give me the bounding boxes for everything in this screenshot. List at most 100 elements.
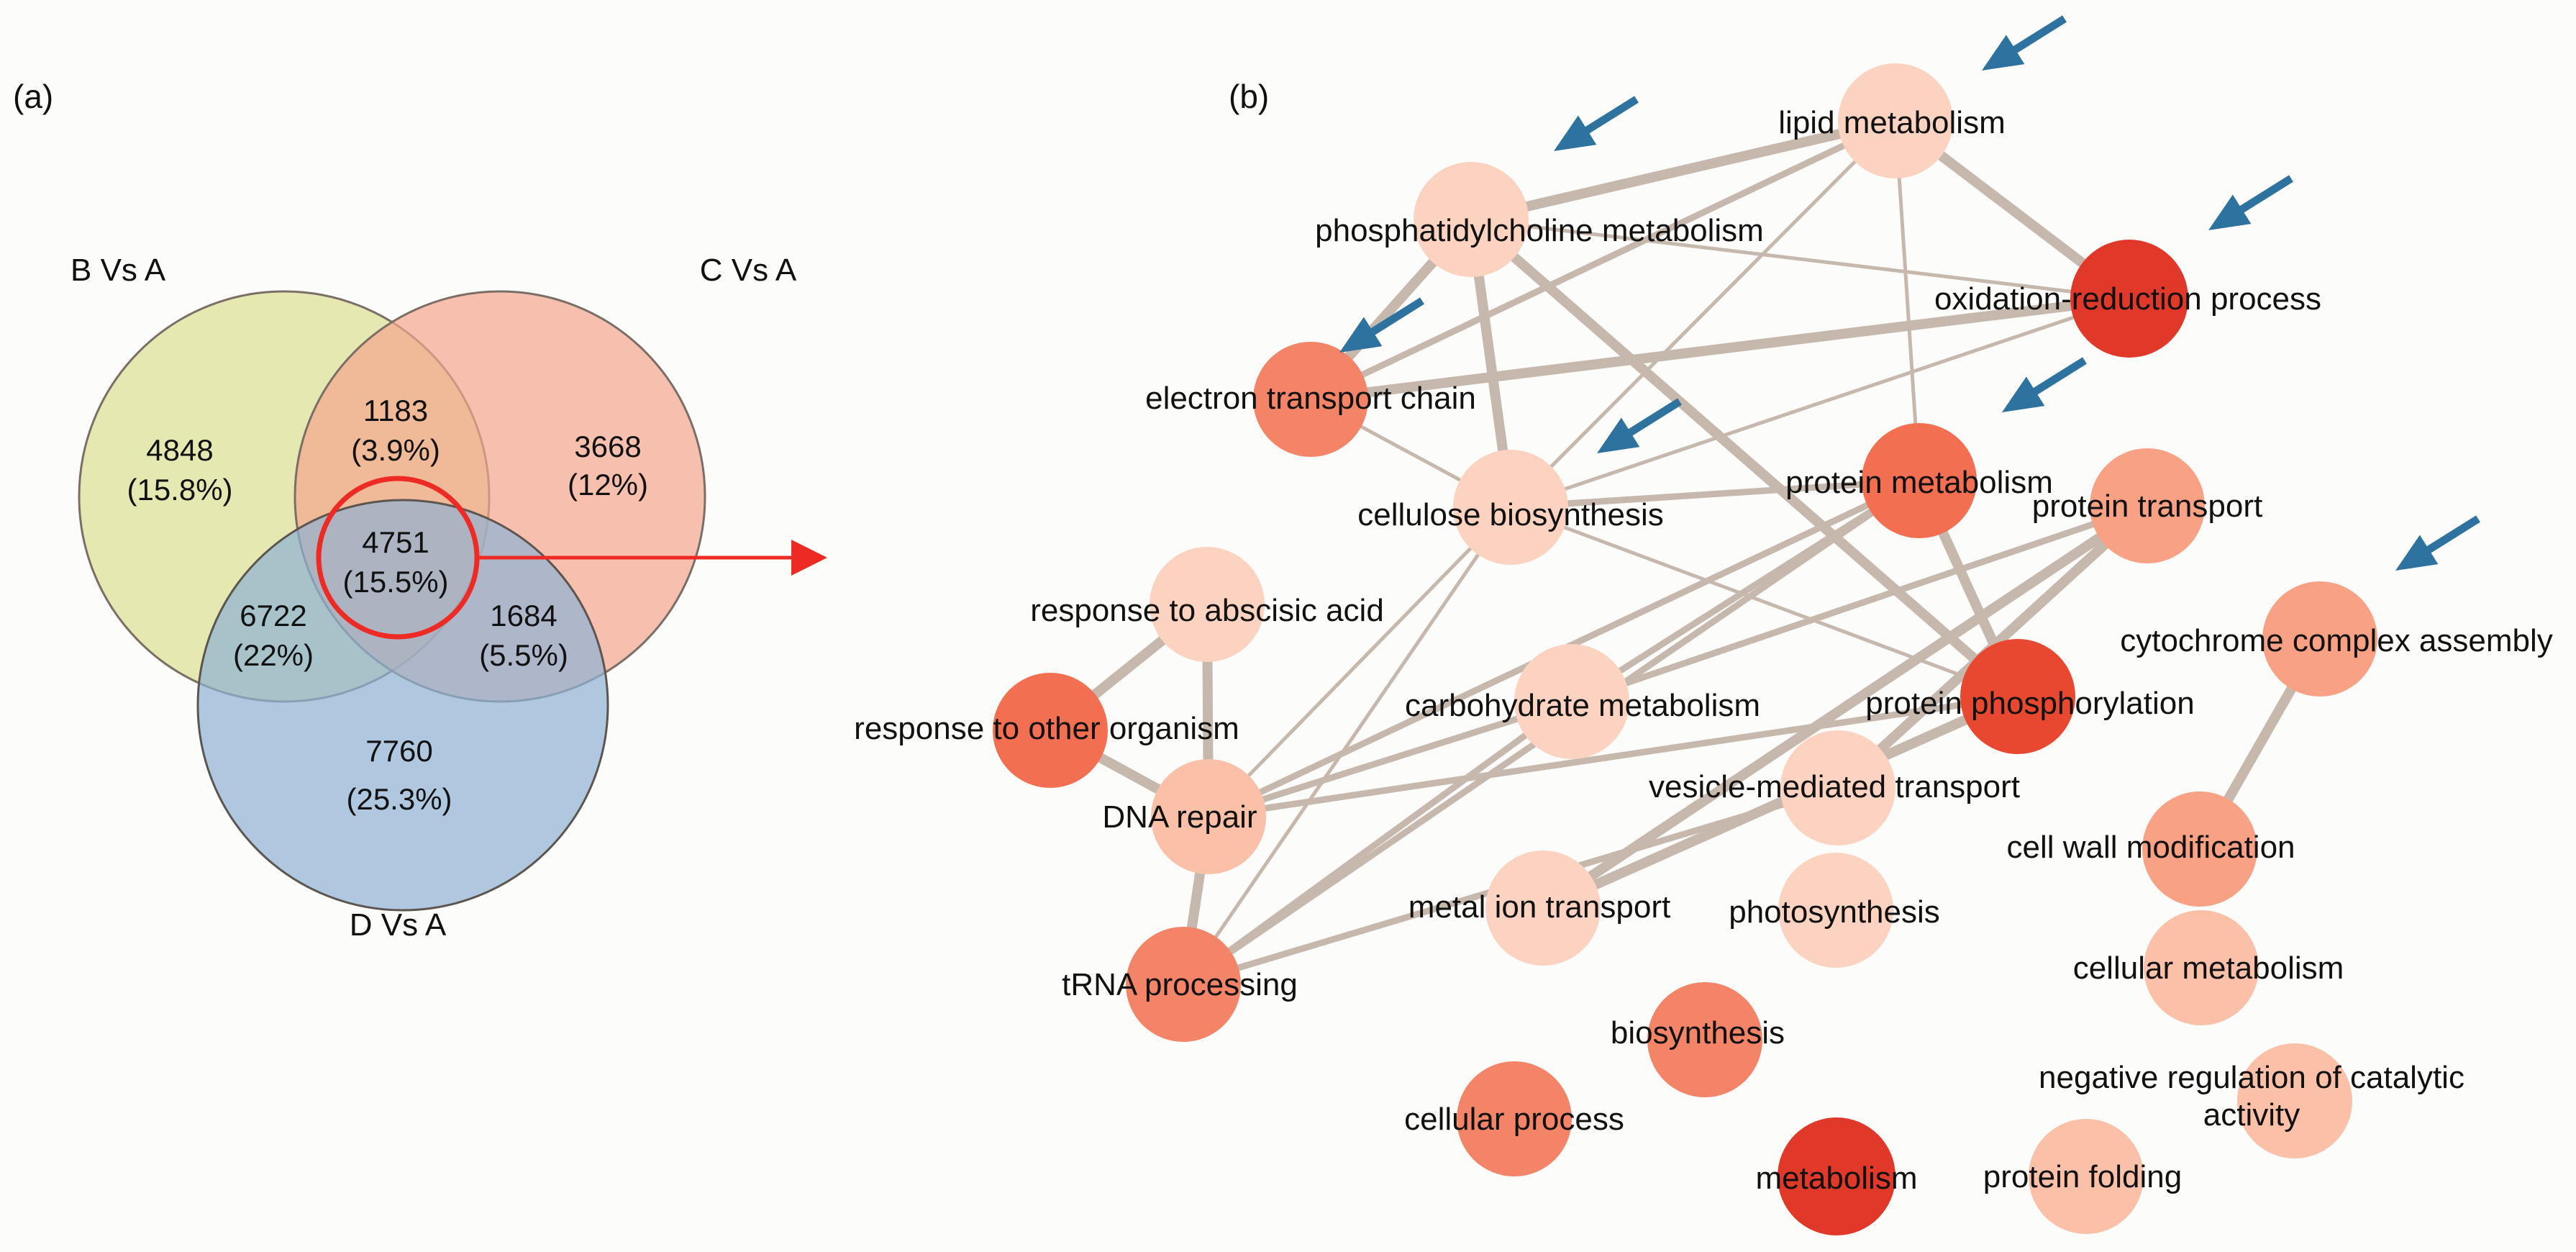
node-label-vesicle: vesicle-mediated transport [1649, 769, 2020, 804]
node-cellproc [1457, 1061, 1572, 1176]
node-pointer-arrow-lipid [1982, 15, 2067, 71]
arrow-shaft [1575, 96, 1639, 140]
edge-carb-trna [1180, 698, 1575, 988]
arrow-head [1597, 417, 1640, 453]
venn-set-d-circle [196, 499, 609, 912]
venn-set-c-label: C Vs A [700, 253, 797, 288]
node-label-fold: protein folding [1983, 1159, 2182, 1194]
node-pc [1414, 162, 1529, 277]
node-label-dna: DNA repair [1102, 799, 1257, 835]
edge-prottrans-metal [1538, 501, 2152, 913]
node-pointer-arrow-cytc [2395, 515, 2480, 571]
node-pointer-arrow-pc [1554, 96, 1639, 151]
node-trna [1126, 927, 1241, 1042]
edge-redox-etc [1306, 294, 2134, 404]
network-labels: lipid metabolism phosphatidylcholine meta… [854, 105, 2553, 1196]
venn-count-c-only: 3668 [574, 430, 641, 463]
edge-cellulose-protmet [1507, 477, 1923, 511]
node-label-line: activity [2203, 1097, 2300, 1133]
node-label-lipid: lipid metabolism [1778, 105, 2005, 140]
edge-prottrans-carb [1568, 502, 2151, 705]
edge-pc-redox [1469, 217, 2131, 301]
venn-percent-c-only: (12%) [568, 468, 648, 502]
node-label-cellproc: cellular process [1404, 1102, 1624, 1137]
venn-percent-bcd: (15.5%) [342, 565, 448, 599]
node-label-other: response to other organism [854, 711, 1239, 746]
edge-cellulose-dna [1206, 505, 1513, 819]
node-negreg [2237, 1043, 2352, 1158]
arrow-shaft [2003, 15, 2067, 59]
arrow-head [1339, 317, 1383, 353]
node-label-metab: metabolism [1756, 1161, 1918, 1196]
node-pointer-arrow-cellulose [1597, 398, 1682, 453]
node-label-photo: photosynthesis [1729, 894, 1940, 930]
venn-percent-bd: (22%) [233, 638, 314, 672]
venn-count-cd: 1684 [490, 599, 557, 632]
node-other [993, 673, 1108, 788]
node-photo [1778, 853, 1893, 968]
node-label-metal: metal ion transport [1408, 889, 1670, 925]
node-label-etc: electron transport chain [1145, 381, 1476, 416]
node-cellmet [2144, 910, 2259, 1025]
edge-lipid-protmet [1893, 119, 1921, 483]
node-label-cellulose: cellulose biosynthesis [1357, 497, 1664, 532]
network-nodes [993, 63, 2377, 1235]
node-phos [1960, 639, 2075, 754]
node-aba [1150, 547, 1265, 662]
venn-set-b-label: B Vs A [70, 253, 166, 288]
venn-count-bcd: 4751 [362, 525, 429, 559]
node-cellulose [1453, 450, 1568, 565]
edge-cellulose-phos [1508, 505, 2020, 699]
node-pointer-arrow-etc [1339, 297, 1424, 353]
edge-pc-phos [1466, 214, 2023, 702]
arrow-shaft [2024, 357, 2087, 401]
node-protmet [1862, 423, 1977, 538]
node-cytc [2262, 581, 2377, 697]
venn-percent-d-only: (25.3%) [346, 782, 452, 816]
arrow-head [2208, 194, 2252, 230]
node-metal [1485, 850, 1601, 966]
arrow-head [2002, 376, 2045, 412]
node-pointer-arrow-protmet [2002, 357, 2087, 412]
venn-percent-cd: (5.5%) [479, 638, 568, 672]
venn-count-b-only: 4848 [146, 433, 213, 467]
arrow-shaft [2417, 515, 2480, 559]
arrow-head [1554, 115, 1597, 151]
node-label-prottrans: protein transport [2032, 489, 2262, 524]
node-prottrans [2090, 448, 2205, 563]
node-label-phos: protein phosphorylation [1865, 686, 2194, 721]
panel-a-label: (a) [13, 78, 53, 115]
node-vesicle [1780, 730, 1895, 845]
edge-lipid-etc [1307, 117, 1899, 403]
venn-percent-b-only: (15.8%) [127, 473, 232, 507]
node-dna [1151, 759, 1266, 874]
edge-pc-lipid [1466, 116, 1901, 224]
node-label-carb: carbohydrate metabolism [1405, 688, 1760, 723]
node-label-cellwall: cell wall modification [2006, 830, 2295, 865]
node-lipid [1838, 63, 1953, 178]
arrow-head [2395, 535, 2439, 571]
edge-dna-carb [1205, 698, 1575, 820]
venn-panel: (a) B Vs A C Vs A D Vs A 4848 (15.8%) 11… [13, 78, 827, 943]
node-etc [1253, 342, 1368, 457]
network-arrows [1339, 15, 2480, 571]
node-label-line: negative regulation of catalytic [2039, 1060, 2465, 1095]
panel-b-label: (b) [1229, 78, 1269, 115]
node-label-pc: phosphatidylcholine metabolism [1315, 213, 1764, 248]
venn-count-bc: 1183 [363, 394, 428, 427]
network-panel: (b) lipid metabolism phosphatidylcholine … [854, 15, 2553, 1235]
venn-count-d-only: 7760 [365, 734, 432, 768]
node-biosyn [1647, 982, 1762, 1097]
node-label-trna: tRNA processing [1062, 967, 1298, 1002]
venn-percent-bc: (3.9%) [351, 433, 440, 467]
arrow-shaft [1619, 398, 1682, 442]
edge-cellulose-trna [1181, 505, 1513, 986]
node-fold [2029, 1119, 2144, 1234]
node-label-cellmet: cellular metabolism [2073, 951, 2344, 986]
arrow-head [1982, 35, 2025, 71]
node-label-cytc: cytochrome complex assembly [2120, 623, 2553, 658]
node-label-aba: response to abscisic acid [1030, 593, 1384, 628]
node-redox [2070, 240, 2188, 358]
